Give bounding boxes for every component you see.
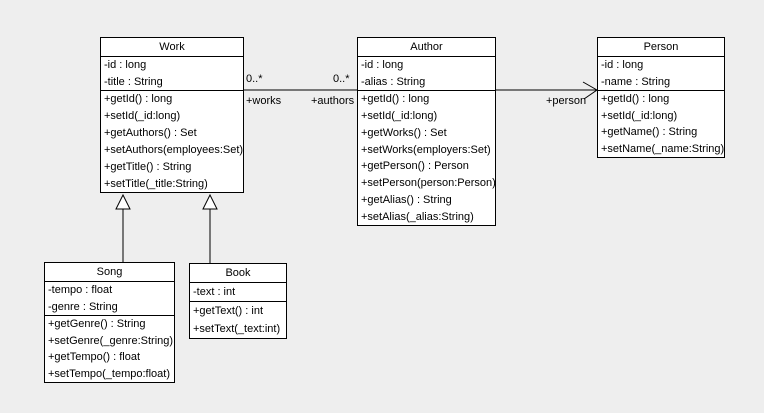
attribute-row[interactable]: -id : long: [104, 59, 147, 72]
attribute-row[interactable]: -id : long: [601, 59, 644, 72]
class-song-attributes: -tempo : float -genre : String: [45, 282, 174, 316]
method-row[interactable]: +setGenre(_genre:String): [48, 334, 174, 347]
class-person-title[interactable]: Person: [598, 38, 724, 57]
class-work[interactable]: Work -id : long -title : String +getId()…: [100, 37, 244, 193]
hollow-triangle-arrowhead: [202, 193, 218, 210]
attribute-row[interactable]: -genre : String: [48, 300, 118, 313]
role-label-works[interactable]: +works: [246, 95, 282, 107]
class-book-methods: +getText() : int +setText(_text:int): [190, 302, 286, 338]
method-row[interactable]: +getName() : String: [601, 126, 698, 139]
class-work-attributes: -id : long -title : String: [101, 57, 243, 91]
method-row[interactable]: +setTempo(_tempo:float): [48, 367, 170, 380]
attribute-row[interactable]: -title : String: [104, 75, 163, 88]
class-person-methods: +getId() : long +setId(_id:long) +getNam…: [598, 91, 724, 157]
attribute-row[interactable]: -text : int: [193, 286, 236, 298]
class-author-attributes: -id : long -alias : String: [358, 57, 495, 91]
method-row[interactable]: +getGenre() : String: [48, 318, 146, 331]
method-row[interactable]: +getId() : long: [361, 93, 430, 106]
attribute-row[interactable]: -alias : String: [361, 75, 426, 88]
class-person-attributes: -id : long -name : String: [598, 57, 724, 91]
method-row[interactable]: +getAlias() : String: [361, 193, 452, 206]
method-row[interactable]: +setId(_id:long): [104, 110, 181, 123]
method-row[interactable]: +getTitle() : String: [104, 160, 192, 173]
method-row[interactable]: +setTitle(_title:String): [104, 177, 208, 190]
class-author[interactable]: Author -id : long -alias : String +getId…: [357, 37, 496, 226]
multiplicity-author[interactable]: 0..*: [333, 73, 350, 85]
attribute-row[interactable]: -name : String: [601, 75, 671, 88]
method-row[interactable]: +setWorks(employers:Set): [361, 143, 491, 156]
method-row[interactable]: +setId(_id:long): [361, 110, 438, 123]
method-row[interactable]: +setPerson(person:Person): [361, 177, 495, 190]
class-author-title[interactable]: Author: [358, 38, 495, 57]
class-book-title[interactable]: Book: [190, 264, 286, 283]
attribute-row[interactable]: -id : long: [361, 59, 404, 72]
role-label-authors[interactable]: +authors: [311, 95, 355, 107]
class-person[interactable]: Person -id : long -name : String +getId(…: [597, 37, 725, 158]
class-work-title[interactable]: Work: [101, 38, 243, 57]
method-row[interactable]: +setId(_id:long): [601, 109, 678, 122]
method-row[interactable]: +getText() : int: [193, 305, 264, 317]
class-song-methods: +getGenre() : String +setGenre(_genre:St…: [45, 316, 174, 382]
multiplicity-work[interactable]: 0..*: [246, 73, 263, 85]
method-row[interactable]: +getId() : long: [104, 93, 173, 106]
method-row[interactable]: +getId() : long: [601, 93, 670, 106]
method-row[interactable]: +getWorks() : Set: [361, 126, 447, 139]
method-row[interactable]: +setAuthors(employees:Set): [104, 143, 243, 156]
role-label-person[interactable]: +person: [546, 95, 587, 107]
class-song-title[interactable]: Song: [45, 263, 174, 282]
class-song[interactable]: Song -tempo : float -genre : String +get…: [44, 262, 175, 383]
attribute-row[interactable]: -tempo : float: [48, 284, 113, 297]
method-row[interactable]: +getAuthors() : Set: [104, 127, 197, 140]
class-book-attributes: -text : int: [190, 283, 286, 302]
class-book[interactable]: Book -text : int +getText() : int +setTe…: [189, 263, 287, 339]
method-row[interactable]: +getTempo() : float: [48, 351, 141, 364]
method-row[interactable]: +setAlias(_alias:String): [361, 210, 474, 223]
hollow-triangle-arrowhead: [115, 193, 131, 210]
class-author-methods: +getId() : long +setId(_id:long) +getWor…: [358, 91, 495, 225]
method-row[interactable]: +setName(_name:String): [601, 142, 724, 155]
method-row[interactable]: +setText(_text:int): [193, 323, 281, 335]
method-row[interactable]: +getPerson() : Person: [361, 160, 469, 173]
class-work-methods: +getId() : long +setId(_id:long) +getAut…: [101, 91, 243, 192]
